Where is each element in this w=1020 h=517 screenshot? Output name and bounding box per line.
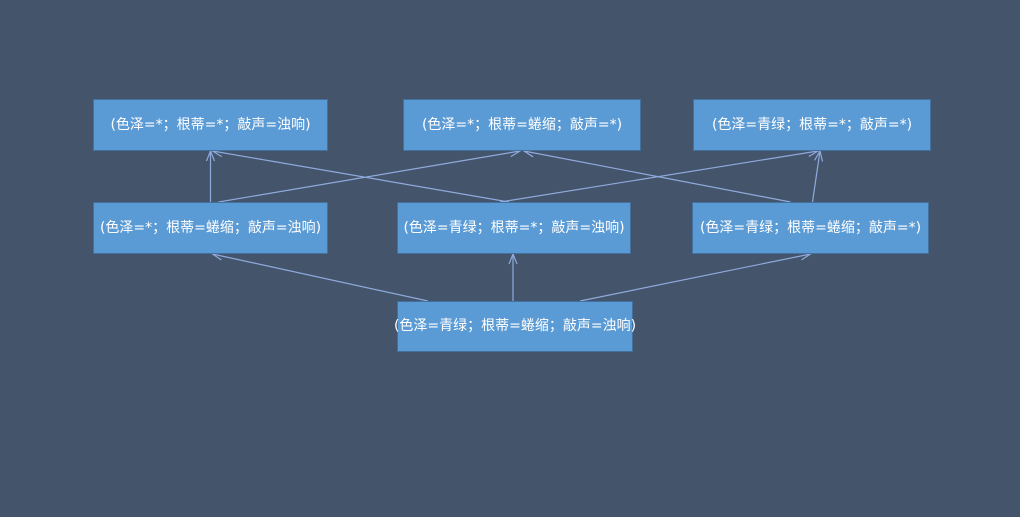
connector-mid-left-to-top-middle [218, 151, 521, 203]
connector-bottom-to-mid-left [213, 254, 429, 302]
hypothesis-node-top-left[interactable]: (色泽=*；根蒂=*；敲声=浊响) [93, 99, 328, 151]
connector-bottom-to-mid-right [579, 254, 811, 302]
hypothesis-node-mid-right[interactable]: (色泽=青绿；根蒂=蜷缩；敲声=*) [692, 202, 929, 254]
connector-mid-center-to-top-left [213, 151, 510, 203]
hypothesis-node-bottom[interactable]: (色泽=青绿；根蒂=蜷缩；敲声=浊响) [394, 301, 636, 352]
connector-mid-center-to-top-right [499, 151, 818, 203]
connector-mid-right-to-top-right [811, 151, 821, 203]
hypothesis-node-mid-left[interactable]: (色泽=*；根蒂=蜷缩；敲声=浊响) [93, 202, 328, 254]
hypothesis-node-mid-center[interactable]: (色泽=青绿；根蒂=*；敲声=浊响) [397, 202, 631, 254]
connector-mid-right-to-top-middle [524, 151, 791, 203]
hypothesis-node-top-right[interactable]: (色泽=青绿；根蒂=*；敲声=*) [693, 99, 931, 151]
hypothesis-node-top-middle[interactable]: (色泽=*；根蒂=蜷缩；敲声=*) [403, 99, 641, 151]
